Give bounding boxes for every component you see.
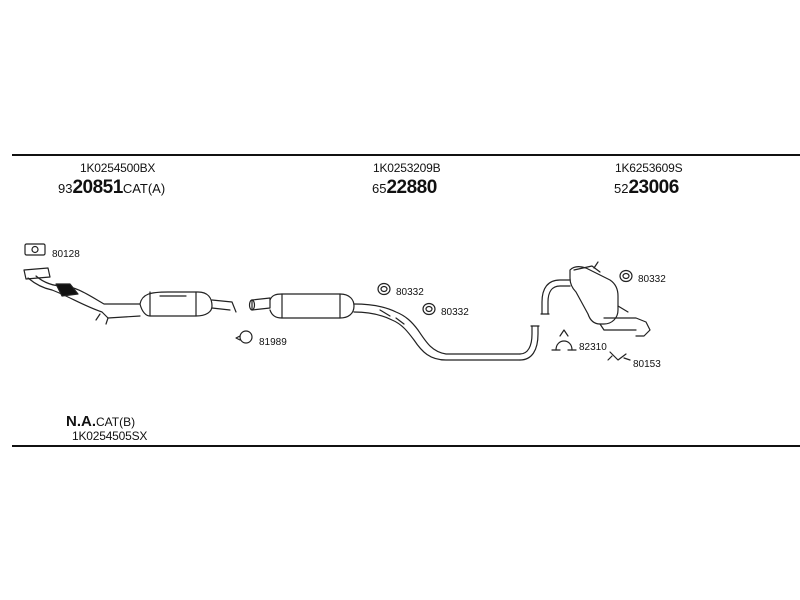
- column-1-code-suffix: CAT(A): [122, 181, 166, 196]
- clamp-rear-icon: [551, 329, 577, 351]
- footer-na-bold: N.A.: [66, 413, 96, 430]
- label-gasket-front: 80128: [52, 249, 80, 260]
- hanger-icon-b: [422, 302, 436, 316]
- label-clamp-rear: 82310: [579, 342, 607, 353]
- column-1-code-main: 20851: [72, 177, 123, 198]
- bracket-rear-icon: [607, 351, 631, 361]
- hanger-icon-a: [377, 282, 391, 296]
- column-1-code-prefix: 93: [58, 181, 73, 196]
- gasket-icon: [24, 243, 46, 256]
- rear-silencer: [540, 261, 651, 337]
- column-1-part-number: 1K0254500BX: [80, 161, 156, 175]
- footer-part-number: 1K0254505SX: [72, 429, 148, 443]
- part-callouts: 80128 81989 80332 80332 80332 82310 8015…: [52, 249, 666, 370]
- column-3-part-number: 1K6253609S: [615, 161, 683, 175]
- footer-rule: [12, 445, 800, 447]
- column-2-code-prefix: 65: [372, 181, 387, 196]
- column-3-code-main: 23006: [628, 177, 679, 198]
- label-hanger-a: 80332: [396, 287, 424, 298]
- header-rule: [12, 154, 800, 156]
- column-1-code: 9320851CAT(A): [58, 178, 165, 197]
- footer-na-code: N.A.CAT(B): [66, 414, 135, 429]
- column-2-part-number: 1K0253209B: [373, 161, 441, 175]
- column-2-code: 6522880: [372, 178, 437, 197]
- column-3-code-prefix: 52: [614, 181, 629, 196]
- footer-na-suffix: CAT(B): [96, 415, 136, 429]
- label-hanger-c: 80332: [638, 274, 666, 285]
- middle-silencer: [248, 293, 540, 361]
- column-3-code: 5223006: [614, 178, 679, 197]
- label-hanger-b: 80332: [441, 307, 469, 318]
- label-bracket-rear: 80153: [633, 359, 661, 370]
- label-clamp-front: 81989: [259, 337, 287, 348]
- column-2-code-main: 22880: [386, 177, 437, 198]
- clamp-front-icon: [235, 330, 253, 344]
- hanger-icon-c: [619, 269, 633, 283]
- front-pipe-catalyst: [23, 267, 237, 325]
